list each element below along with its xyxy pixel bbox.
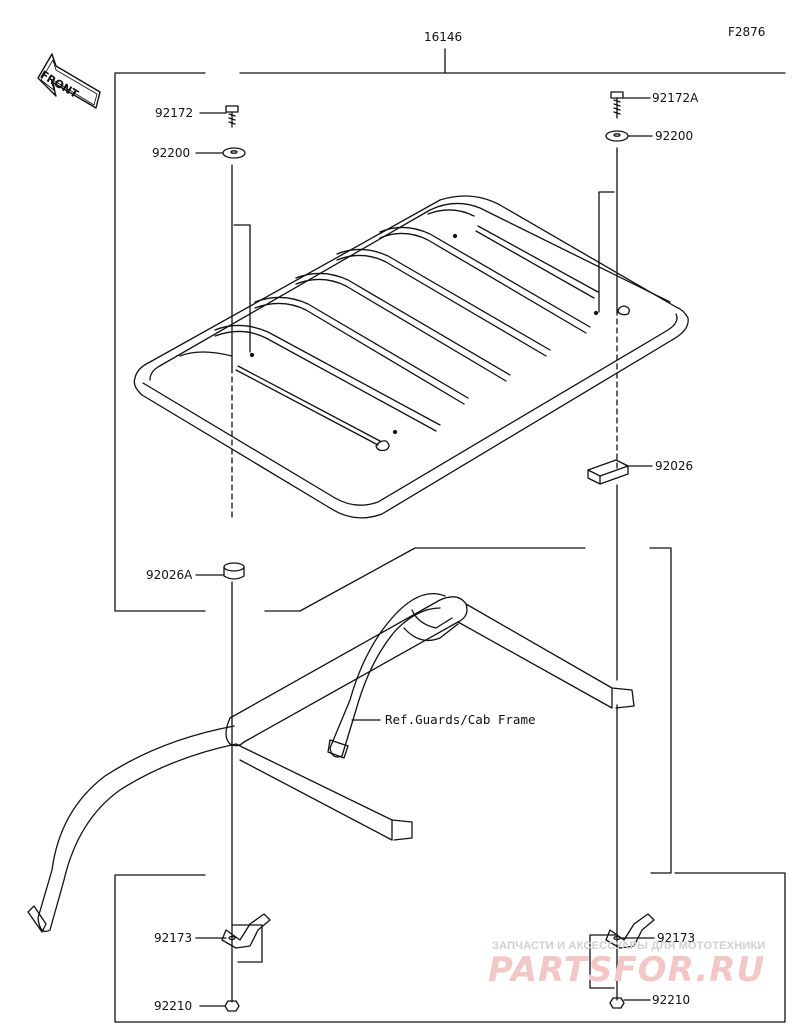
- clamp-left-icon: [221, 913, 271, 949]
- reference-note: Ref.Guards/Cab Frame: [385, 712, 536, 727]
- roof-group-frame: [114, 48, 786, 874]
- label-washer-left: 92200: [152, 146, 191, 160]
- cab-frame: [27, 592, 635, 933]
- label-nut-left: 92210: [154, 999, 193, 1013]
- watermark-brand: PARTSFOR.RU: [488, 950, 766, 990]
- spacer-right-icon: [587, 459, 629, 485]
- label-bolt-right: 92172A: [652, 91, 699, 105]
- label-bolt-left: 92172: [155, 106, 194, 120]
- label-clamp-right: 92173: [657, 931, 696, 945]
- label-spacer-right: 92026: [655, 459, 694, 473]
- label-clamp-left: 92173: [154, 931, 193, 945]
- right-mount-axis: [589, 147, 618, 1001]
- leader-lines: [195, 97, 655, 1007]
- washer-right-icon: [605, 130, 629, 142]
- roof-panel: [133, 195, 689, 519]
- watermark-tagline: ЗАПЧАСТИ И АКСЕССУАРЫ ДЛЯ МОТОТЕХНИКИ: [492, 940, 766, 952]
- mount-group-frame: [114, 872, 786, 1023]
- bolt-left-icon: [225, 105, 239, 128]
- front-arrow-icon: [37, 53, 101, 109]
- label-washer-right: 92200: [655, 129, 694, 143]
- label-spacer-left: 92026A: [146, 568, 193, 582]
- bolt-right-icon: [610, 91, 624, 119]
- washer-left-icon: [222, 147, 246, 159]
- spacer-left-icon: [223, 562, 245, 580]
- figure-code: F2876: [728, 25, 766, 39]
- label-nut-right: 92210: [652, 993, 691, 1007]
- label-roof-assy: 16146: [424, 30, 463, 44]
- nut-right-icon: [609, 997, 625, 1009]
- left-mount-axis: [231, 164, 263, 1003]
